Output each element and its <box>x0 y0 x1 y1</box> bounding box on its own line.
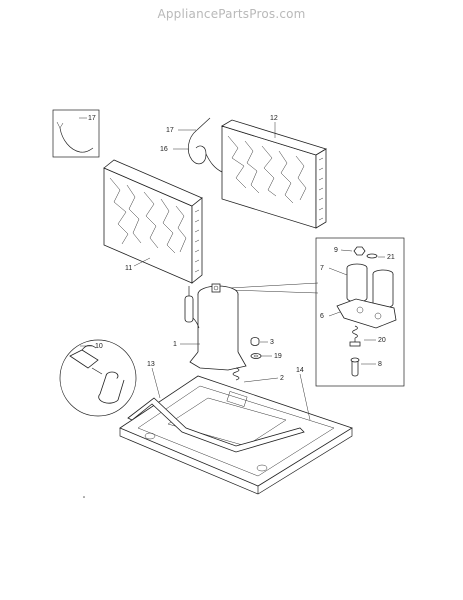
callout-19: 19 <box>274 353 282 360</box>
callout-13: 13 <box>147 361 155 368</box>
callout-3: 3 <box>270 339 274 346</box>
callout-6: 6 <box>320 313 324 320</box>
callout-9: 9 <box>334 247 338 254</box>
evaporator-coil-part-11: 11 <box>103 159 203 284</box>
callout-2: 2 <box>280 375 284 382</box>
callout-17-inset: 17 <box>88 115 96 122</box>
callout-20: 20 <box>378 337 386 344</box>
callout-10: 10 <box>95 343 103 350</box>
callout-8: 8 <box>378 361 382 368</box>
callout-7: 7 <box>320 265 324 272</box>
callout-11: 11 <box>125 265 132 272</box>
thermistor-assembly: 17 16 <box>160 117 223 173</box>
condenser-coil-part-12: 12 <box>221 115 327 229</box>
compressor-part-1: 1 <box>173 283 247 371</box>
inset-box-part-17: 17 <box>52 109 100 158</box>
base-pan-part-14: 2 13 14 <box>119 361 353 495</box>
callout-12: 12 <box>270 115 278 122</box>
detail-box-compressor-mounts: 9 21 7 6 20 8 <box>315 237 405 387</box>
detail-circle-part-10: 10 <box>59 339 137 417</box>
grommet-nut-parts: 3 19 <box>250 337 282 360</box>
callout-16: 16 <box>160 146 168 153</box>
callout-1: 1 <box>173 341 177 348</box>
callout-17: 17 <box>166 127 174 134</box>
callout-14: 14 <box>296 367 304 374</box>
watermark-text: AppliancePartsPros.com <box>157 7 306 21</box>
callout-21: 21 <box>387 254 395 261</box>
